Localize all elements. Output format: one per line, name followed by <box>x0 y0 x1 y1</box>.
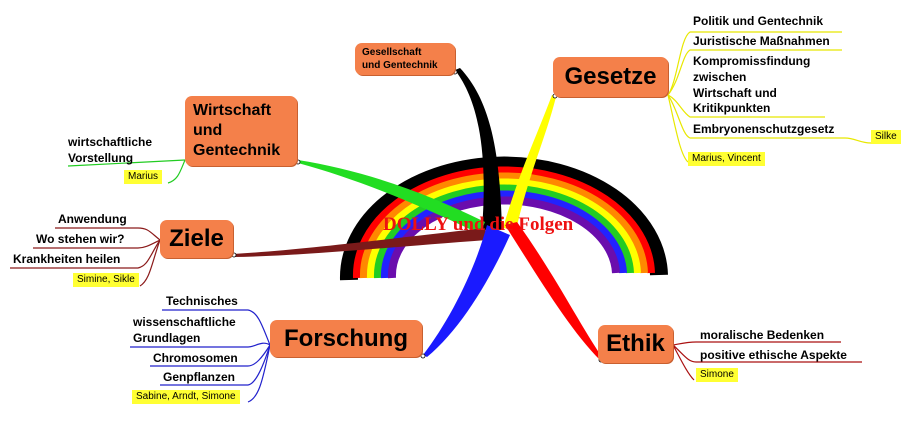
node-ziele-label: Ziele <box>169 225 224 252</box>
ziele-item-2: Wo stehen wir? <box>36 232 125 246</box>
gesetze-lines <box>667 31 872 163</box>
forschung-tag-sabine-arndt-simone: Sabine, Arndt, Simone <box>132 390 240 404</box>
gesetze-item-1: Politik und Gentechnik <box>693 14 824 28</box>
ziele-lines <box>10 227 161 287</box>
branch-connectors <box>233 68 602 360</box>
gesetze-item-2: Juristische Maßnahmen <box>693 34 830 48</box>
center-title: DOLLY und die Folgen <box>383 214 574 235</box>
forschung-item-4: Genpflanzen <box>163 370 236 384</box>
ziele-item-3: Krankheiten heilen <box>13 252 121 266</box>
ethik-item-2: positive ethische Aspekte <box>700 348 847 362</box>
node-gesellschaft[interactable]: Gesellschaft und Gentechnik <box>355 43 455 75</box>
node-gesetze[interactable]: Gesetze <box>553 57 668 97</box>
node-wirtschaft-line2: und <box>193 122 223 139</box>
node-wirtschaft[interactable]: Wirtschaft und Gentechnik <box>185 96 297 166</box>
forschung-item-3: Chromosomen <box>153 351 238 365</box>
node-ziele[interactable]: Ziele <box>160 220 233 258</box>
forschung-item-1: Technisches <box>166 294 238 308</box>
wirtschaft-item-1b: Vorstellung <box>68 151 134 165</box>
forschung-item-2a: wissenschaftliche <box>133 315 236 329</box>
gesetze-item-3d: Kritikpunkten <box>693 101 771 115</box>
gesetze-item-3b: zwischen <box>693 70 747 84</box>
gesetze-item-3a: Kompromissfindung <box>693 54 811 68</box>
node-wirtschaft-line3: Gentechnik <box>193 142 281 159</box>
ziele-item-1: Anwendung <box>58 212 127 226</box>
wirtschaft-tag-marius: Marius <box>124 170 163 184</box>
gesetze-item-4: Embryonenschutzgesetz <box>693 122 835 136</box>
wirtschaft-item-1a: wirtschaftliche <box>68 135 153 149</box>
gesetze-item-3c: Wirtschaft und <box>693 86 777 100</box>
gesetze-tag-silke: Silke <box>871 130 901 144</box>
ziele-tag-simine-sikle: Simine, Sikle <box>73 273 139 287</box>
node-ethik-label: Ethik <box>606 330 665 357</box>
forschung-lines <box>130 309 271 403</box>
node-gesetze-label: Gesetze <box>564 63 657 90</box>
node-ethik[interactable]: Ethik <box>598 325 673 363</box>
forschung-item-2b: Grundlagen <box>133 331 201 345</box>
wirtschaft-lines <box>67 159 186 184</box>
ethik-item-1: moralische Bedenken <box>700 328 825 342</box>
ethik-lines <box>672 341 862 381</box>
node-gesellschaft-line2: und Gentechnik <box>362 60 438 71</box>
ethik-tag-simone: Simone <box>696 368 738 382</box>
node-gesellschaft-line1: Gesellschaft <box>362 47 422 58</box>
gesetze-tag-marius-vincent: Marius, Vincent <box>688 152 765 166</box>
node-forschung[interactable]: Forschung <box>270 320 422 357</box>
node-wirtschaft-line1: Wirtschaft <box>193 102 272 119</box>
node-forschung-label: Forschung <box>284 324 408 352</box>
